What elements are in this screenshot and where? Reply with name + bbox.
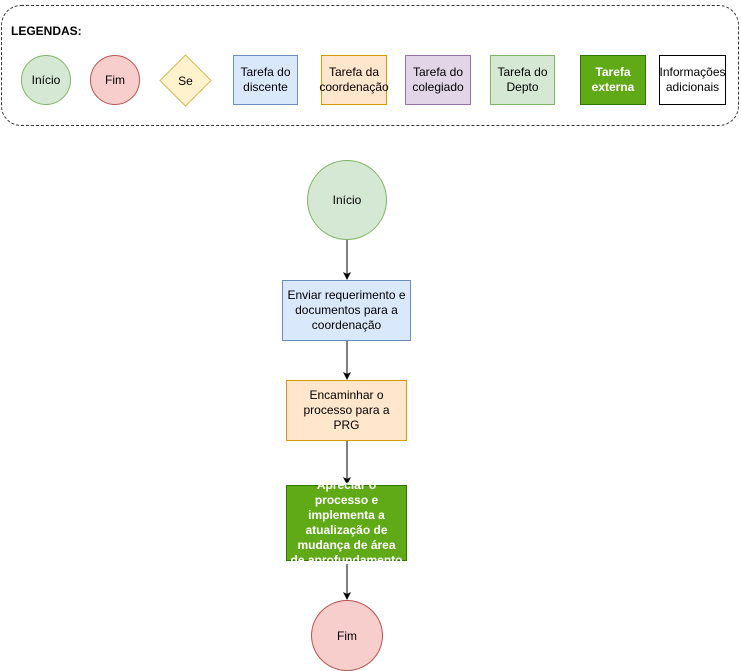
legend-start-node: Início (21, 55, 71, 105)
legend-department-task: Tarefa do Depto (490, 55, 555, 105)
legend-student-task: Tarefa do discente (233, 55, 298, 105)
legend-title: LEGENDAS: (11, 24, 82, 38)
legend-decision-label: Se (178, 74, 193, 88)
flow-step-forward-prg: Encaminhar o processo para a PRG (286, 380, 407, 441)
flow-end-node: Fim (311, 600, 383, 671)
legend-end-node: Fim (90, 55, 140, 105)
legend-external-task: Tarefa externa (580, 55, 646, 105)
flow-start-node: Início (307, 160, 387, 240)
flow-step-send-request: Enviar requerimento e documentos para a … (282, 280, 411, 341)
legend-collegiate-task: Tarefa do colegiado (405, 55, 471, 105)
legend-panel (1, 5, 739, 126)
legend-coordination-task: Tarefa da coordenação (319, 55, 389, 105)
flow-step-external-review: Apreciar o processo e implementa a atual… (286, 478, 407, 567)
legend-additional-info: Informações adicionais (659, 55, 726, 105)
legend-decision-node: Se (159, 54, 212, 107)
